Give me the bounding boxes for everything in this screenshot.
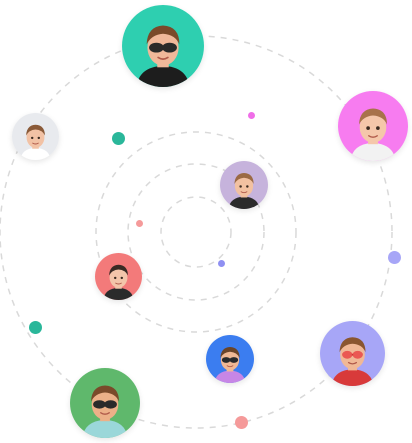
avatar-inner-right[interactable] (220, 161, 268, 209)
decor-dot (29, 321, 42, 334)
decor-dot (136, 220, 143, 227)
orbit-ring (160, 196, 232, 268)
avatar-bottom-left[interactable] (70, 368, 140, 438)
avatar-bottom-center[interactable] (206, 335, 254, 383)
orbit-ring (95, 131, 297, 333)
decor-dot (218, 260, 225, 267)
sunglasses-icon (221, 357, 239, 363)
decor-dot (388, 251, 401, 264)
eyes-icon (113, 276, 124, 280)
avatar-left[interactable] (12, 113, 59, 160)
avatar-bottom-right[interactable] (320, 321, 385, 386)
avatar-top-right[interactable] (338, 91, 408, 161)
decor-dot (235, 416, 248, 429)
avatar-top-center[interactable] (122, 5, 204, 87)
sunglasses-icon (93, 400, 117, 409)
eyes-icon (366, 126, 380, 130)
orbit-ring (127, 163, 265, 301)
sunglasses-icon (149, 42, 177, 53)
eyes-icon (239, 185, 249, 188)
decor-dot (248, 112, 255, 119)
decor-dot (112, 132, 125, 145)
orbit-ring (0, 35, 393, 429)
eyes-icon (30, 136, 41, 140)
glasses-icon (342, 350, 363, 359)
avatar-inner-left[interactable] (95, 253, 142, 300)
